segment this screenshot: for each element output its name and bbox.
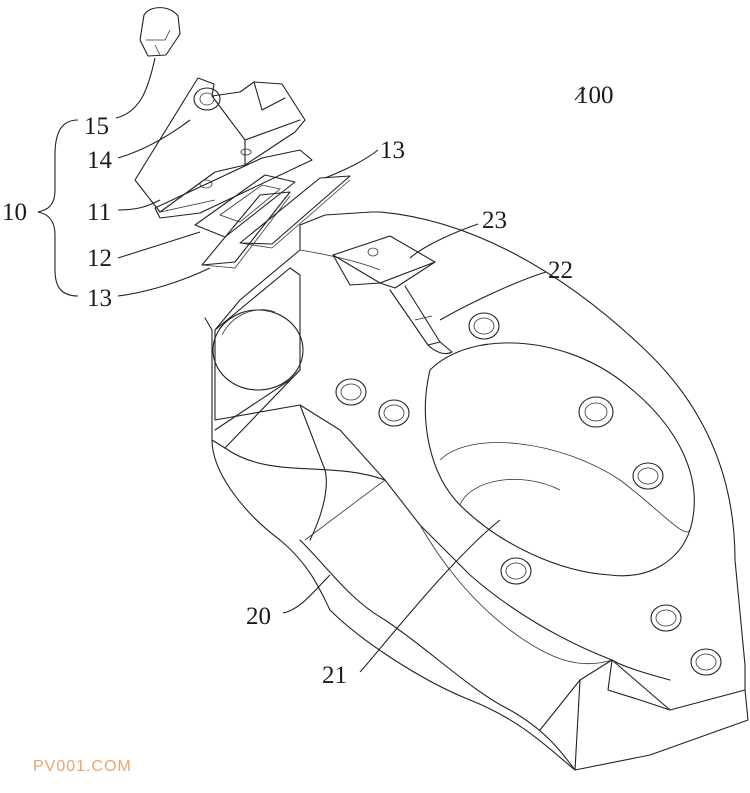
- label-12: 12: [87, 245, 112, 272]
- ring-body: [204, 211, 749, 771]
- sensor-assembly: [134, 7, 351, 269]
- label-100: 100: [576, 82, 614, 109]
- label-13-lower: 13: [87, 285, 112, 312]
- watermark: PV001.COM: [33, 758, 132, 775]
- reference-numerals: 100 15 14 10 11 12 13 13 23 22 20 21: [2, 82, 614, 689]
- mount-pad: [332, 235, 453, 355]
- label-20: 20: [246, 603, 271, 630]
- label-10: 10: [2, 199, 27, 226]
- leader-lines: [37, 57, 586, 673]
- label-11: 11: [87, 199, 111, 226]
- label-14: 14: [87, 147, 113, 174]
- label-22: 22: [548, 257, 573, 284]
- label-21: 21: [322, 662, 347, 689]
- bolt-holes: [335, 312, 722, 676]
- label-23: 23: [482, 207, 507, 234]
- label-15: 15: [84, 113, 109, 140]
- label-13-upper: 13: [380, 137, 405, 164]
